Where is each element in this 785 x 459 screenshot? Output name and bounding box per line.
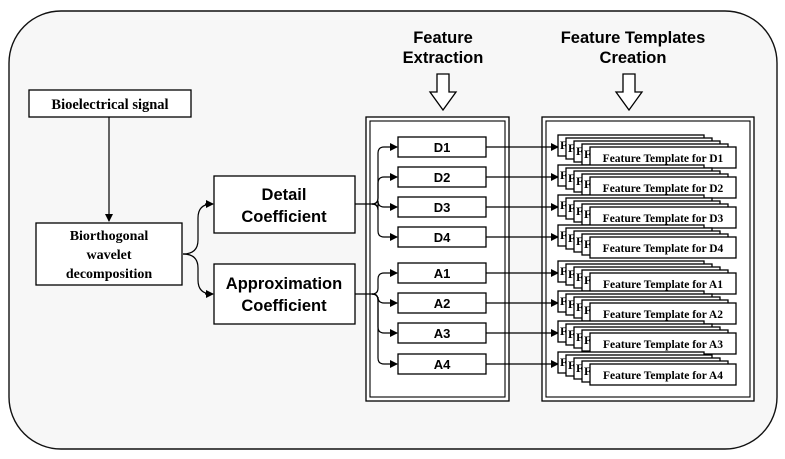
bioelectrical-signal-box — [28, 89, 192, 118]
template-stack-letter: F — [576, 270, 583, 284]
template-stack-letter: F — [568, 297, 575, 311]
decomposition-box — [35, 222, 183, 286]
template-stack-letter: F — [584, 147, 591, 161]
coefficient-fan-connectors — [355, 143, 398, 368]
coefficient-label-a3: A3 — [434, 326, 451, 341]
decomposition-brace — [182, 203, 213, 255]
detail-fan-branch — [371, 203, 398, 241]
coefficient-label-d1: D1 — [434, 140, 451, 155]
template-card-a4 — [589, 363, 737, 386]
template-stack-letter: F — [576, 144, 583, 158]
template-label-a3: Feature Template for A3 — [603, 339, 723, 351]
template-stack-letter: F — [568, 201, 575, 215]
approximation-coefficient-label-line1: Approximation — [226, 275, 342, 293]
template-card-d4 — [589, 236, 737, 259]
feature-extraction-title-line2: Extraction — [403, 49, 484, 67]
template-stack-letter: F — [568, 358, 575, 372]
template-stack-letter: F — [584, 237, 591, 251]
template-stack-letter: F — [584, 207, 591, 221]
template-stack-letter: F — [584, 333, 591, 347]
template-stack-letter: F — [568, 141, 575, 155]
feature-templates-title-line2: Creation — [600, 49, 667, 67]
template-stack-letter: F — [584, 364, 591, 378]
coefficient-label-a1: A1 — [434, 266, 451, 281]
feature-extraction-panel-inner — [369, 120, 506, 398]
template-stack-letter: F — [576, 330, 583, 344]
detail-coefficient-label-line1: Detail — [262, 186, 307, 204]
template-stack-letter: F — [576, 174, 583, 188]
bioelectrical-signal-label: Bioelectrical signal — [51, 97, 168, 113]
approximation-coefficient-box — [213, 263, 356, 325]
decomposition-label-line3: decomposition — [66, 267, 153, 282]
feature-extraction-down-arrow — [428, 73, 458, 112]
detail-coefficient-label-line2: Coefficient — [241, 208, 327, 226]
coefficient-label-d2: D2 — [434, 170, 451, 185]
coefficient-label-d4: D4 — [434, 230, 451, 245]
template-label-d4: Feature Template for D4 — [603, 243, 724, 255]
template-stack-letter: F — [560, 264, 567, 278]
template-stack-letter: F — [560, 198, 567, 212]
feature-templates-down-arrow — [614, 73, 644, 112]
coefficient-label-a4: A4 — [434, 357, 451, 372]
template-stack-letter: F — [560, 168, 567, 182]
template-stack-letter: F — [560, 294, 567, 308]
coefficient-label-d3: D3 — [434, 200, 451, 215]
template-label-d1: Feature Template for D1 — [603, 153, 724, 165]
decomposition-label-line1: Biorthogonal — [70, 229, 149, 244]
template-stack-letter: F — [576, 361, 583, 375]
approximation-coefficient-label-line2: Coefficient — [241, 297, 327, 315]
template-stack-letter: F — [560, 355, 567, 369]
template-stack-letter: F — [560, 228, 567, 242]
feature-templates-title-line1: Feature Templates — [561, 29, 706, 47]
template-stack-letter: F — [584, 303, 591, 317]
template-stack-letter: F — [560, 324, 567, 338]
detail-fan-branch — [371, 173, 398, 205]
detail-coefficient-box — [213, 175, 356, 234]
decomposition-label-line2: wavelet — [86, 248, 131, 263]
template-label-a1: Feature Template for A1 — [603, 279, 723, 291]
decomposition-brace-lower — [182, 253, 213, 295]
approximation-fan-branch — [371, 269, 398, 295]
template-stack-letter: F — [568, 171, 575, 185]
template-stack-letter: F — [576, 300, 583, 314]
feature-templates-panel-inner — [545, 120, 751, 398]
template-stack-letter: F — [576, 234, 583, 248]
template-label-d3: Feature Template for D3 — [603, 213, 724, 225]
approximation-fan-branch — [371, 293, 398, 368]
template-stack-letter: F — [584, 177, 591, 191]
template-label-a4: Feature Template for A4 — [603, 370, 723, 382]
template-stack-letter: F — [584, 273, 591, 287]
template-label-d2: Feature Template for D2 — [603, 183, 724, 195]
coefficient-label-a2: A2 — [434, 296, 451, 311]
template-label-a2: Feature Template for A2 — [603, 309, 723, 321]
template-stack-letter: F — [568, 231, 575, 245]
template-stack-letter: F — [560, 138, 567, 152]
feature-extraction-title-line1: Feature — [413, 29, 473, 47]
template-stack-letter: F — [576, 204, 583, 218]
template-stack-letter: F — [568, 267, 575, 281]
template-stack-letter: F — [568, 327, 575, 341]
